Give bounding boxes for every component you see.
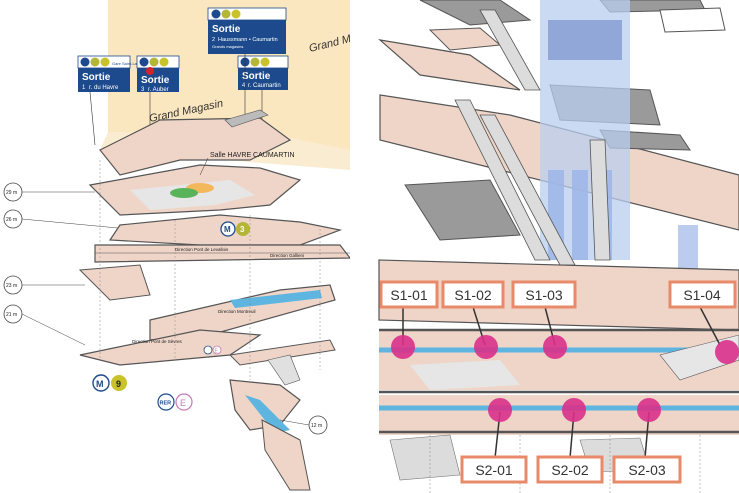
rer-e-small-label: E (215, 349, 219, 355)
exit-1-number: 1 (82, 85, 86, 91)
sensor-label-s2-02: S2-02 (551, 462, 589, 478)
line-3-label: 3 (240, 225, 245, 234)
sensor-label-s2-01: S2-01 (475, 462, 513, 478)
hall-label: Salle HAVRE CAUMARTIN (210, 152, 295, 159)
sensor-s1-03[interactable]: S1-03 (511, 280, 577, 359)
grand-magasin-area-right (275, 0, 350, 150)
exit-3-title: Sortie (141, 75, 170, 86)
sensor-s1-02[interactable]: S1-02 (441, 280, 505, 359)
rer-icon (146, 67, 154, 75)
direction-pont-de-sevres: Direction Pont de Sèvres (132, 339, 183, 344)
line-badge-rer-e-small[interactable]: E (203, 345, 222, 355)
direction-gallieni: Direction Gallieni (270, 253, 304, 258)
line-badge-rer-e[interactable]: RER E (157, 393, 193, 411)
sensor-label-s1-01: S1-01 (390, 287, 428, 303)
sensor-s2-03[interactable]: S2-03 (612, 398, 682, 484)
line-9-icon (100, 57, 110, 67)
left-panel: Grand Magasin Grand Ma Gare Saint-Lazare… (0, 0, 358, 493)
rer-label: RER (160, 401, 172, 407)
metro-m-icon-2: M (96, 379, 104, 389)
line-badge-m3[interactable]: M 3 (220, 221, 250, 237)
svg-text:12 m: 12 m (311, 423, 322, 429)
sensor-label-s1-03: S1-03 (525, 287, 563, 303)
shop-area-green (170, 188, 198, 198)
line-badge-m9[interactable]: M 9 (92, 374, 127, 392)
exit-1-street: r. du Havre (89, 85, 119, 91)
exit-1-title: Sortie (82, 72, 111, 83)
depth-21m: 21 m (3, 304, 86, 346)
metro-icon (80, 57, 90, 67)
svg-text:23 m: 23 m (6, 283, 17, 289)
depth-26m: 26 m (3, 209, 119, 229)
sensor-s2-01[interactable]: S2-01 (460, 398, 528, 484)
exit-3-number: 3 (141, 87, 145, 93)
depth-23m: 23 m (3, 275, 85, 295)
exit-4-number: 4 (242, 83, 246, 89)
sensor-label-s2-03: S2-03 (628, 462, 666, 478)
line-3-icon (90, 57, 100, 67)
svg-text:21 m: 21 m (6, 312, 17, 318)
right-panel: S1-01 S1-02 S1-03 S1-04 S2-01 (378, 0, 739, 493)
exit-sign-2[interactable]: Sortie 2 Haussmann • Caumartin Grands ma… (207, 7, 287, 54)
direction-montreuil: Direction Montreuil (218, 309, 256, 314)
exit-2-title: Sortie (212, 24, 241, 35)
line-9-label: 9 (116, 379, 121, 389)
exit-sign-4[interactable]: Sortie 4 r. Caumartin (237, 55, 289, 90)
depth-markers: 29 m 26 m 23 m 21 m 12 m (3, 182, 328, 435)
exit-2-street: Haussmann • Caumartin (218, 37, 278, 43)
exit-2-number: 2 (212, 37, 215, 43)
exit-4-street: r. Caumartin (248, 83, 281, 89)
sensor-label-s1-02: S1-02 (454, 287, 492, 303)
exit-2-note: Grands magasins (212, 44, 243, 49)
svg-text:29 m: 29 m (6, 190, 17, 196)
direction-pont-de-levallois: Direction Pont de Levallois (175, 247, 229, 252)
exit-1-note: Gare Saint-Lazare (112, 61, 145, 66)
exit-3-street: r. Auber (148, 87, 169, 93)
depth-29m: 29 m (3, 182, 95, 202)
sensor-s1-01[interactable]: S1-01 (379, 280, 439, 359)
exit-sign-3[interactable]: Sortie 3 r. Auber (136, 55, 180, 93)
metro-m-icon: M (224, 225, 231, 234)
exit-sign-1[interactable]: Gare Saint-Lazare Sortie 1 r. du Havre (77, 55, 145, 92)
sensor-s1-04[interactable]: S1-04 (668, 280, 739, 364)
sensor-label-s1-04: S1-04 (683, 287, 721, 303)
exit-4-title: Sortie (242, 71, 271, 82)
corridor-level-23m: Direction Montreuil Direction Pont de Sè… (79, 284, 336, 366)
salle-havre-caumartin: Salle HAVRE CAUMARTIN (88, 109, 302, 216)
svg-text:26 m: 26 m (6, 217, 17, 223)
depth-12m: 12 m (279, 415, 328, 435)
rer-e-level (229, 354, 311, 491)
rer-e-label: E (180, 398, 186, 408)
sensor-s2-02[interactable]: S2-02 (536, 398, 604, 484)
